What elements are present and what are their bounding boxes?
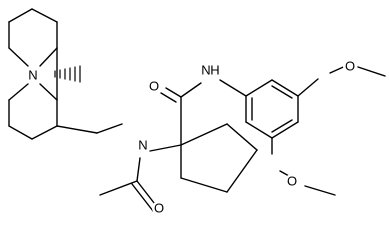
bond bbox=[226, 123, 258, 151]
carbonyl-oxygen-label: O bbox=[149, 79, 159, 94]
stereo-hash-bond bbox=[54, 65, 81, 83]
bond-group bbox=[8, 8, 386, 212]
bond bbox=[8, 47, 29, 67]
bond bbox=[31, 8, 58, 23]
bond bbox=[271, 121, 299, 139]
bond bbox=[96, 123, 123, 134]
methoxy-oxygen-top-label: O bbox=[345, 59, 355, 74]
bond bbox=[271, 85, 293, 99]
bond bbox=[245, 79, 273, 97]
bond bbox=[165, 87, 182, 98]
bond bbox=[219, 79, 247, 97]
bond bbox=[304, 185, 336, 196]
bond bbox=[180, 82, 202, 98]
bond bbox=[99, 180, 138, 196]
bond bbox=[8, 125, 33, 140]
bond bbox=[245, 121, 273, 139]
bond bbox=[160, 92, 177, 103]
methoxy-oxygen-bottom-label: O bbox=[287, 174, 297, 189]
bond bbox=[271, 119, 293, 133]
bond bbox=[180, 177, 228, 193]
bond bbox=[31, 125, 58, 140]
amide-hydrogen-label: H bbox=[210, 63, 219, 78]
bond bbox=[271, 79, 299, 97]
bond bbox=[136, 157, 141, 182]
bond bbox=[56, 125, 98, 134]
bond bbox=[180, 123, 228, 146]
amine-nitrogen-label: N bbox=[138, 138, 147, 153]
bond bbox=[39, 83, 58, 101]
chemical-structure: N N N H O O O O bbox=[8, 8, 386, 216]
atom-labels: N N N H O O O O bbox=[24, 59, 357, 216]
bond bbox=[297, 78, 319, 97]
bond bbox=[39, 47, 58, 67]
ring-nitrogen-label: N bbox=[28, 68, 37, 83]
bond bbox=[131, 183, 154, 212]
amide-nitrogen-label: N bbox=[201, 63, 210, 78]
bond bbox=[8, 8, 33, 23]
bond bbox=[149, 144, 182, 152]
acetyl-oxygen-label: O bbox=[154, 201, 164, 216]
bond bbox=[357, 66, 386, 77]
bond bbox=[8, 83, 29, 101]
bond bbox=[226, 149, 258, 193]
